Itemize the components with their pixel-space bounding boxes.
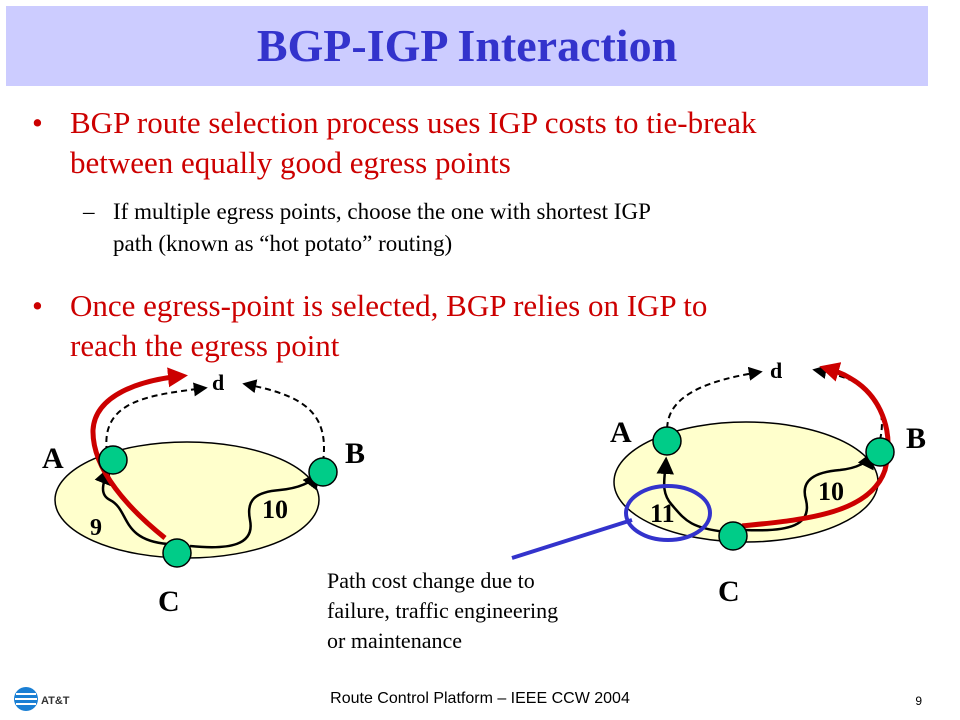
right-node-b xyxy=(865,437,895,467)
dash-glyph: – xyxy=(83,199,95,224)
left-label-b: B xyxy=(345,437,365,470)
left-igp-path-c-a xyxy=(94,466,169,546)
right-dashed-link-a-d xyxy=(666,366,763,439)
att-logo: AT&T xyxy=(14,687,70,711)
bullet-glyph: • xyxy=(32,288,43,323)
right-label-c: C xyxy=(718,575,740,608)
right-label-b: B xyxy=(906,422,926,455)
left-bgp-path xyxy=(90,367,188,540)
left-igp-path-c-b xyxy=(189,471,321,549)
right-label-d: d xyxy=(770,358,782,383)
callout-note-line3: or maintenance xyxy=(327,628,462,653)
bullet-2: • Once egress-point is selected, BGP rel… xyxy=(32,286,910,366)
right-node-c xyxy=(718,521,748,551)
title-bar: BGP-IGP Interaction xyxy=(6,6,928,86)
left-cost-ca: 9 xyxy=(90,515,102,541)
left-label-a: A xyxy=(42,442,64,475)
right-label-a: A xyxy=(610,416,632,449)
right-dashed-link-b-d xyxy=(812,365,883,441)
changed-cost-highlight xyxy=(624,484,712,542)
callout-note-line2: failure, traffic engineering xyxy=(327,598,559,623)
left-cost-cb: 10 xyxy=(262,495,288,524)
right-igp-path-c-b xyxy=(744,450,874,532)
bullet-1-line1: BGP route selection process uses IGP cos… xyxy=(70,105,757,140)
bullet-glyph: • xyxy=(32,105,43,140)
bullet-1-line2: between equally good egress points xyxy=(70,145,511,180)
left-diagram: A B C d 9 10 xyxy=(42,367,365,618)
bullet-2-line1: Once egress-point is selected, BGP relie… xyxy=(70,288,708,323)
left-node-b xyxy=(308,457,338,487)
callout-line xyxy=(511,518,633,560)
right-node-a xyxy=(652,426,682,456)
callout-note-line1: Path cost change due to xyxy=(327,568,535,593)
bullet-2-line2: reach the egress point xyxy=(70,328,340,363)
bullet-1: • BGP route selection process uses IGP c… xyxy=(32,103,910,183)
left-node-a xyxy=(98,445,128,475)
left-label-d: d xyxy=(212,370,224,395)
sub-bullet-line1: If multiple egress points, choose the on… xyxy=(113,199,651,224)
page-number: 9 xyxy=(915,694,922,708)
right-cost-cb: 10 xyxy=(818,477,844,506)
right-cost-ca: 11 xyxy=(650,499,675,528)
left-dashed-link-b-d xyxy=(242,379,325,463)
right-diagram: A B C d 11 10 xyxy=(511,358,926,608)
sub-bullet: – If multiple egress points, choose the … xyxy=(83,196,893,260)
callout-note: Path cost change due to failure, traffic… xyxy=(327,566,687,656)
sub-bullet-line2: path (known as “hot potato” routing) xyxy=(113,231,453,256)
footer-text: Route Control Platform – IEEE CCW 2004 xyxy=(330,690,630,707)
att-logo-text: AT&T xyxy=(41,695,70,707)
left-label-c: C xyxy=(158,585,180,618)
slide-title: BGP-IGP Interaction xyxy=(256,20,678,71)
left-dashed-link-a-d xyxy=(105,382,208,453)
left-node-c xyxy=(162,538,192,568)
